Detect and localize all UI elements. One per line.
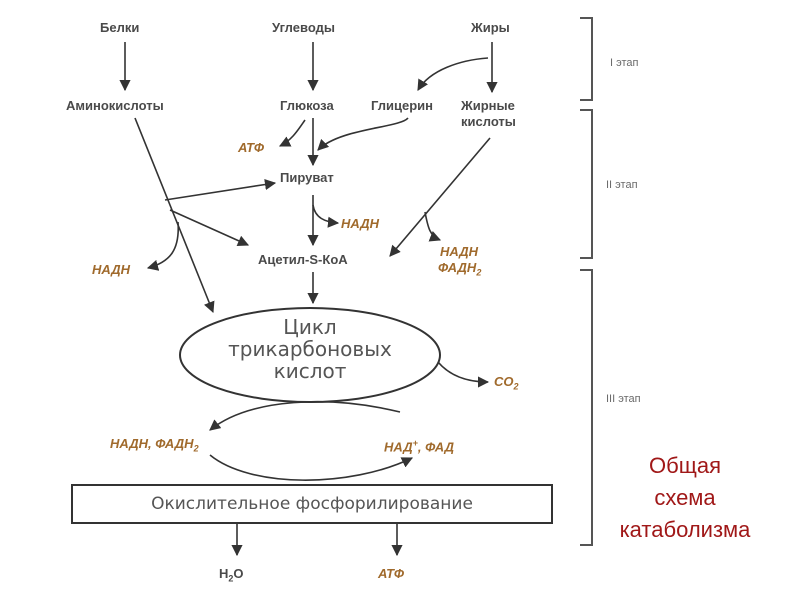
caption: Общая схема катаболизма <box>600 450 770 546</box>
arrow-aa-pyruvate <box>164 179 277 201</box>
arrow-nadh-left <box>146 221 180 271</box>
label-carbohydrates: Углеводы <box>272 20 335 35</box>
label-fatty-acids-1: Жирные <box>461 98 515 113</box>
label-acetyl-coa: Ацетил-S-КоА <box>258 252 348 267</box>
arrow-atp-top <box>278 119 306 147</box>
label-nadh-left: НАДН <box>92 262 131 277</box>
label-atp-bottom: АТФ <box>378 566 404 581</box>
arrow-fatty-acetyl <box>389 137 491 257</box>
label-nadh-fadh: НАДН, ФАДН2 <box>110 436 199 454</box>
label-pyruvate: Пируват <box>280 170 334 185</box>
label-fadh-fatty: ФАДН2 <box>438 260 482 278</box>
oxphos-label: Окислительное фосфорилирование <box>151 494 473 514</box>
label-stage3: III этап <box>606 393 641 405</box>
arrow-co2 <box>437 361 490 388</box>
arrow-fats-glycerol <box>417 57 489 91</box>
label-stage2: II этап <box>606 179 638 191</box>
stage3-bracket <box>580 269 593 546</box>
caption-line3: катаболизма <box>619 517 751 542</box>
tca-cycle-ellipse <box>179 307 441 403</box>
label-co2: CO2 <box>494 374 519 392</box>
stage1-bracket <box>580 17 593 101</box>
caption-line2: схема <box>654 485 716 510</box>
arrow-nadh-fatty <box>424 211 442 242</box>
label-glucose: Глюкоза <box>280 98 334 113</box>
oxphos-box <box>71 484 553 524</box>
tca-cycle-title: Цикл трикарбоновых кислот <box>180 316 440 382</box>
tca-cycle-line1: Цикл <box>283 315 337 339</box>
tca-cycle-line2: трикарбоновых <box>228 337 392 361</box>
label-fats: Жиры <box>471 20 510 35</box>
label-proteins: Белки <box>100 20 140 35</box>
arrow-glycerol-pyruvate <box>317 117 409 151</box>
label-stage1: I этап <box>610 57 639 69</box>
label-amino-acids: Аминокислоты <box>66 98 164 113</box>
arrow-nadh-pyruvate <box>312 204 340 228</box>
tca-cycle-line3: кислот <box>273 359 347 383</box>
arrow-aa-acetyl <box>169 209 250 246</box>
arrow-aminoacids-tca <box>134 117 215 314</box>
label-fatty-acids-2: кислоты <box>461 114 516 129</box>
arrow-nad-return <box>209 454 414 481</box>
arrow-nadh-fadh-cycle <box>209 400 401 431</box>
label-nad-fad: НАД+, ФАД <box>384 438 455 455</box>
caption-line1: Общая <box>649 453 721 478</box>
label-nadh-pyruvate: НАДН <box>341 216 380 231</box>
stage2-bracket <box>580 109 593 259</box>
label-glycerol: Глицерин <box>371 98 433 113</box>
label-atp-top: АТФ <box>238 140 264 155</box>
label-nadh-fatty: НАДН <box>440 244 479 259</box>
label-water: H2O <box>219 566 244 584</box>
